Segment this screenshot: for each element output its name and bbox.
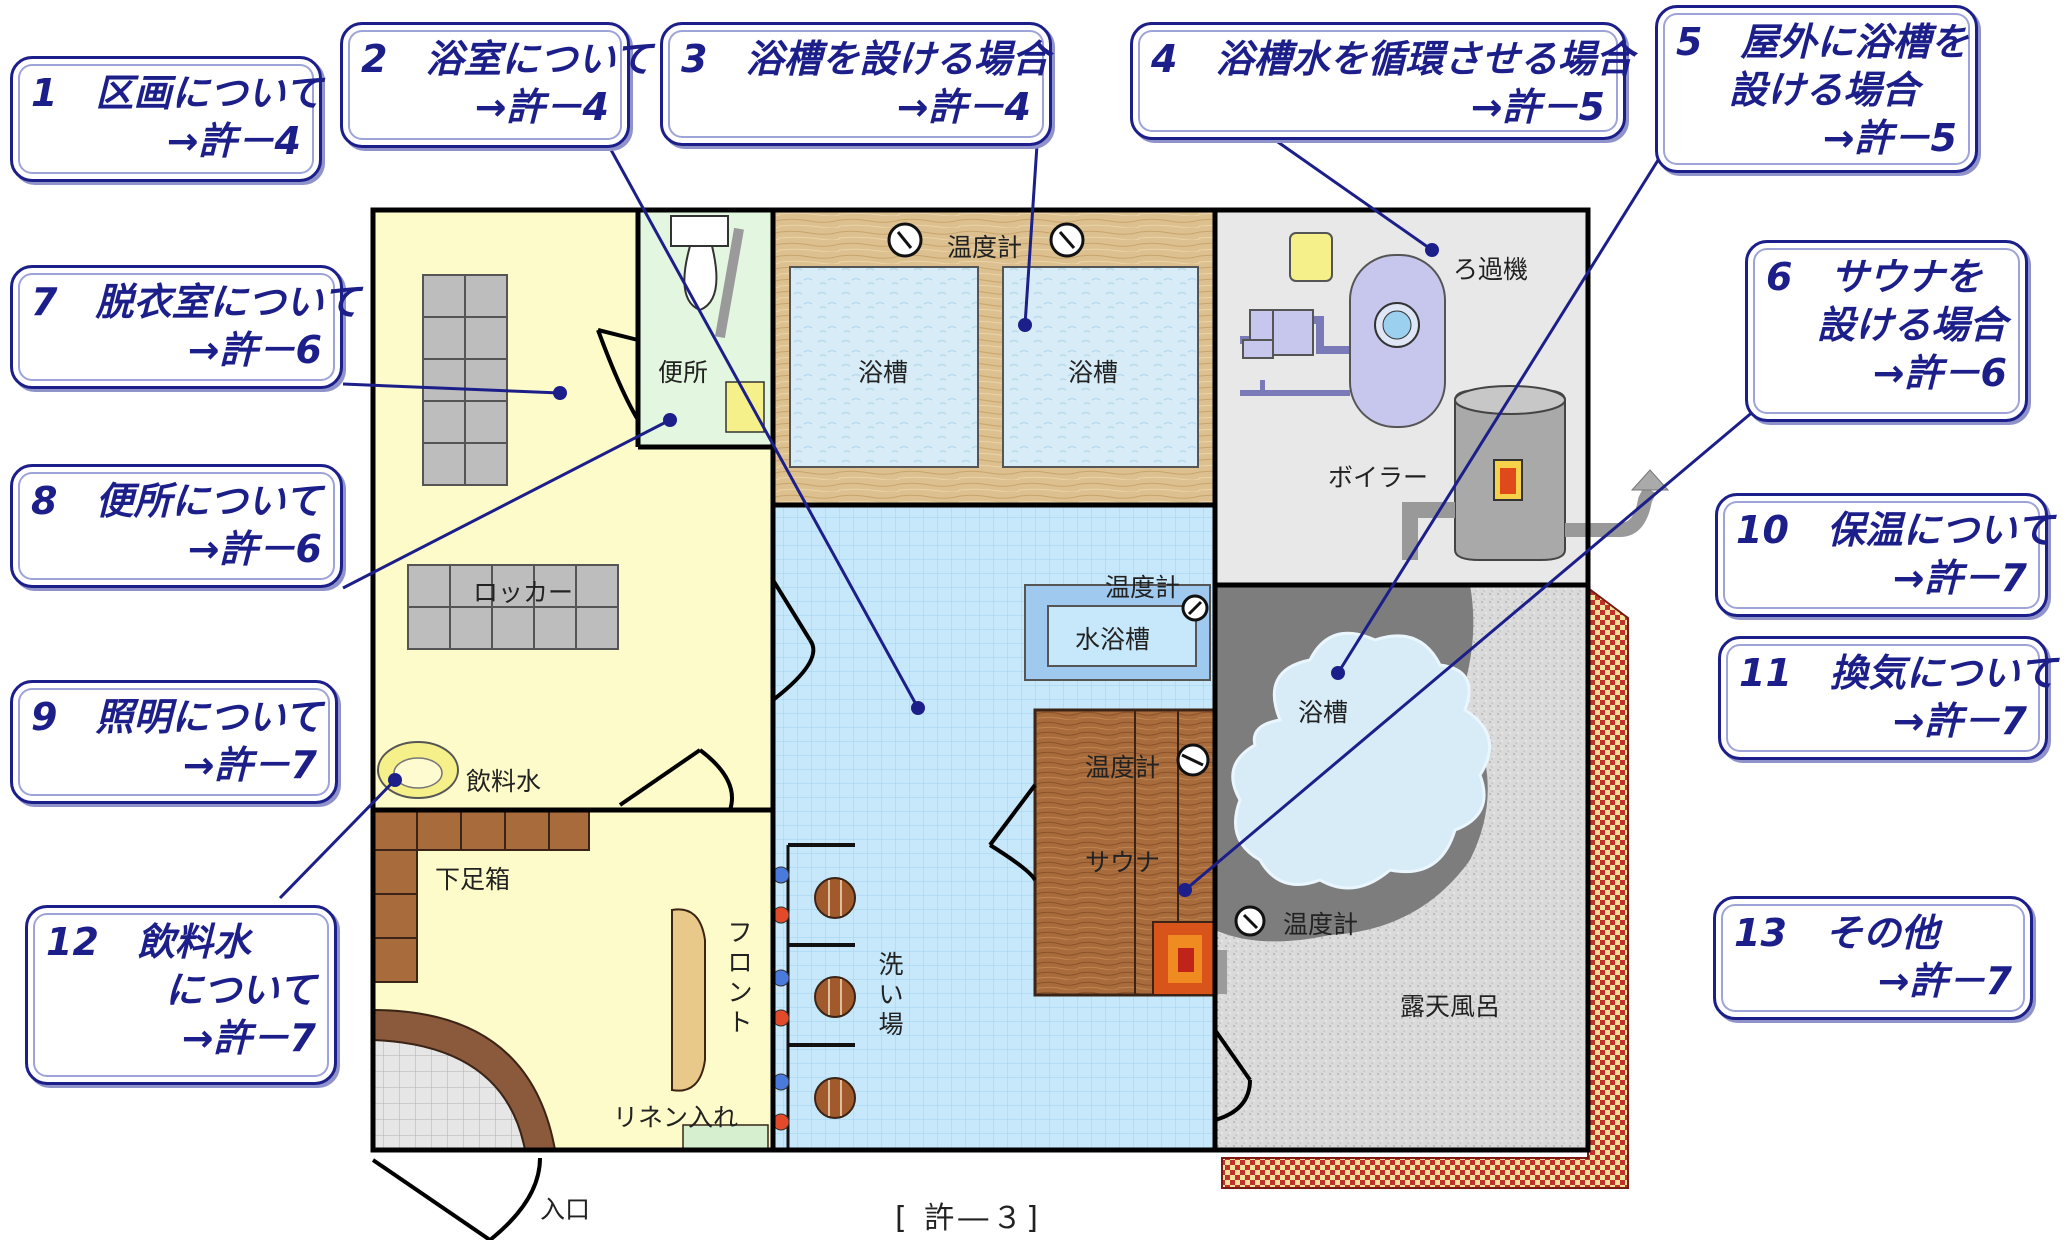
- callout-12-ref: →許－7: [181, 1016, 316, 1060]
- callout-10: 10 保温について →許－7: [1715, 493, 2054, 617]
- marker-dressing-room: [553, 386, 567, 400]
- callout-11: 11 換気について →許－7: [1718, 636, 2057, 760]
- figure-caption: [ 許―３]: [895, 1201, 1042, 1236]
- label-boiler: ボイラー: [1328, 463, 1429, 492]
- callout-5-ref: →許－5: [1822, 116, 1957, 160]
- label-locker: ロッカー: [473, 578, 574, 607]
- label-tub-left: 浴槽: [858, 358, 909, 387]
- callout-4: 4 浴槽水を循環させる場合 →許－5: [1130, 22, 1634, 140]
- callout-1-title: 1 区画について: [31, 71, 323, 115]
- marker-bathroom: [911, 701, 925, 715]
- callout-10-title: 10 保温について: [1736, 508, 2054, 552]
- callout-8-title: 8 便所について: [31, 479, 323, 523]
- callout-12: 12 飲料水 について →許－7: [25, 905, 337, 1085]
- marker-tub: [1018, 318, 1032, 332]
- label-tub-right: 浴槽: [1068, 358, 1119, 387]
- callout-8: 8 便所について →許－6: [10, 464, 343, 588]
- callout-5-title2: 設ける場合: [1728, 68, 1919, 112]
- callout-7: 7 脱衣室について →許－6: [10, 265, 361, 389]
- label-linen: リネン入れ: [613, 1103, 739, 1132]
- callout-13-ref: →許－7: [1877, 959, 2012, 1003]
- callout-12-title2: について: [165, 968, 316, 1012]
- callout-9-ref: →許－7: [182, 743, 317, 787]
- callout-10-ref: →許－7: [1892, 556, 2027, 600]
- callout-5-title: 5 屋外に浴槽を: [1676, 20, 1969, 64]
- label-sauna: サウナ: [1085, 848, 1161, 877]
- label-washing-area: 洗い場: [878, 950, 904, 1039]
- callout-1: 1 区画について →許－4: [10, 56, 322, 182]
- callout-13: 13 その他 →許－7: [1713, 896, 2033, 1020]
- callout-7-title: 7 脱衣室について: [31, 280, 361, 324]
- label-filter: ろ過機: [1453, 255, 1529, 284]
- label-thermometer-cold: 温度計: [1105, 573, 1181, 602]
- callout-4-ref: →許－5: [1470, 85, 1605, 129]
- marker-filter: [1425, 243, 1439, 257]
- callout-13-title: 13 その他: [1734, 911, 1939, 955]
- marker-sauna: [1178, 883, 1192, 897]
- label-open-air-bath: 露天風呂: [1400, 992, 1501, 1021]
- callout-2: 2 浴室について →許－4: [340, 22, 653, 148]
- label-shoe-box: 下足箱: [435, 865, 511, 894]
- callout-3-ref: →許－4: [896, 85, 1031, 129]
- label-cold-bath: 水浴槽: [1075, 625, 1151, 654]
- label-drinking-water: 飲料水: [466, 767, 542, 796]
- callout-9: 9 照明について →許－7: [10, 680, 338, 804]
- callout-4-title: 4 浴槽水を循環させる場合: [1151, 37, 1634, 81]
- callout-1-ref: →許－4: [166, 119, 301, 163]
- marker-drinking-water: [388, 773, 402, 787]
- callout-8-ref: →許－6: [187, 527, 322, 571]
- label-toilet: 便所: [658, 358, 709, 387]
- callout-12-title: 12 飲料水: [46, 920, 251, 964]
- label-front: フロント: [727, 918, 753, 1037]
- callout-3-title: 3 浴槽を設ける場合: [681, 37, 1050, 81]
- label-thermometer-sauna: 温度計: [1085, 753, 1161, 782]
- callout-11-title: 11 換気について: [1739, 651, 2057, 695]
- callout-6-title2: 設ける場合: [1816, 303, 2007, 347]
- callout-9-title: 9 照明について: [31, 695, 323, 739]
- label-outdoor-tub: 浴槽: [1298, 698, 1349, 727]
- callout-6: 6 サウナを 設ける場合 →許－6: [1745, 240, 2028, 422]
- label-entrance: 入口: [540, 1195, 591, 1224]
- callout-6-ref: →許－6: [1872, 351, 2007, 395]
- callout-3: 3 浴槽を設ける場合 →許－4: [660, 22, 1052, 146]
- label-thermometer-top: 温度計: [947, 233, 1023, 262]
- callout-6-title: 6 サウナを: [1766, 255, 1983, 299]
- marker-outdoor-tub: [1331, 666, 1345, 680]
- marker-toilet: [663, 413, 677, 427]
- callout-2-title: 2 浴室について: [361, 37, 653, 81]
- label-thermometer-outdoor: 温度計: [1283, 910, 1359, 939]
- callout-11-ref: →許－7: [1892, 699, 2027, 743]
- callout-5: 5 屋外に浴槽を 設ける場合 →許－5: [1655, 5, 1978, 173]
- callout-2-ref: →許－4: [474, 85, 609, 129]
- callout-7-ref: →許－6: [187, 328, 322, 372]
